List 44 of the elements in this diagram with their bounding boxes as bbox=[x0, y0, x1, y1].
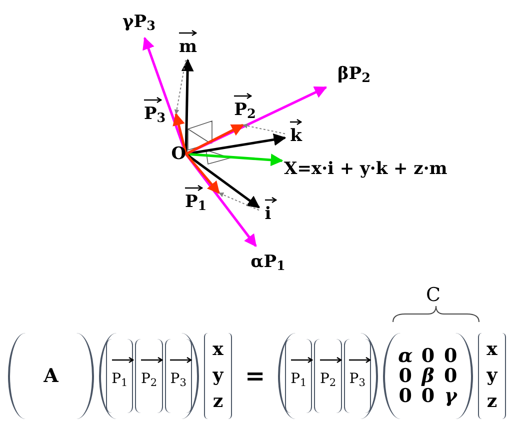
vector-label: i bbox=[264, 204, 272, 224]
projection-arrow bbox=[218, 192, 260, 211]
column-vector-label: P$_{1}$ bbox=[112, 371, 128, 387]
vector-label: γP$_{3}$ bbox=[122, 12, 156, 32]
vector-label: βP$_{2}$ bbox=[338, 64, 370, 84]
vector-arrow bbox=[185, 124, 244, 156]
matrix-entry: 0 bbox=[398, 366, 412, 386]
matrix-entry: β bbox=[422, 366, 434, 386]
vector-label: αP$_{1}$ bbox=[250, 252, 286, 272]
equals-sign: = bbox=[244, 360, 266, 392]
projection-arrow bbox=[174, 60, 186, 114]
vector-arrow bbox=[186, 152, 284, 166]
matrix-name: A bbox=[44, 364, 58, 389]
matrix-entry: γ bbox=[444, 386, 457, 406]
vector-label: P$_{1}$ bbox=[185, 192, 207, 212]
vector-label: P$_{2}$ bbox=[234, 100, 256, 120]
vector-component: y bbox=[486, 367, 498, 385]
column-vector-label: P$_{3}$ bbox=[349, 371, 366, 387]
vector-component: x bbox=[486, 341, 498, 359]
origin-label: O bbox=[171, 144, 186, 164]
matrix-entry: 0 bbox=[444, 366, 458, 386]
vector-arrow bbox=[185, 153, 257, 247]
column-vector-label: P$_{2}$ bbox=[140, 371, 158, 387]
vector-label: X=x·i + y·k + z·m bbox=[284, 159, 448, 179]
vector-label: P$_{3}$ bbox=[144, 104, 166, 124]
vector-component: y bbox=[212, 367, 224, 385]
matrix-entry: 0 bbox=[398, 386, 412, 406]
vector-label: k bbox=[290, 126, 302, 146]
column-vector-label: P$_{2}$ bbox=[320, 371, 336, 387]
matrix-name: C bbox=[426, 284, 441, 306]
vector-component: x bbox=[212, 341, 224, 359]
vector-component: z bbox=[486, 393, 498, 411]
matrix-entry: 0 bbox=[421, 346, 435, 366]
vector-component: z bbox=[212, 393, 224, 411]
matrix-entry: 0 bbox=[444, 346, 458, 366]
matrix-entry: 0 bbox=[421, 386, 435, 406]
vector-label: m bbox=[179, 37, 197, 57]
column-vector-label: P$_{3}$ bbox=[170, 371, 186, 387]
matrix-entry: α bbox=[398, 346, 413, 366]
vector-arrow bbox=[185, 153, 220, 194]
vector-arrow bbox=[172, 112, 188, 154]
vector-arrow bbox=[181, 58, 194, 154]
column-vector-label: P$_{1}$ bbox=[290, 371, 307, 387]
projection-arrow bbox=[242, 123, 286, 134]
